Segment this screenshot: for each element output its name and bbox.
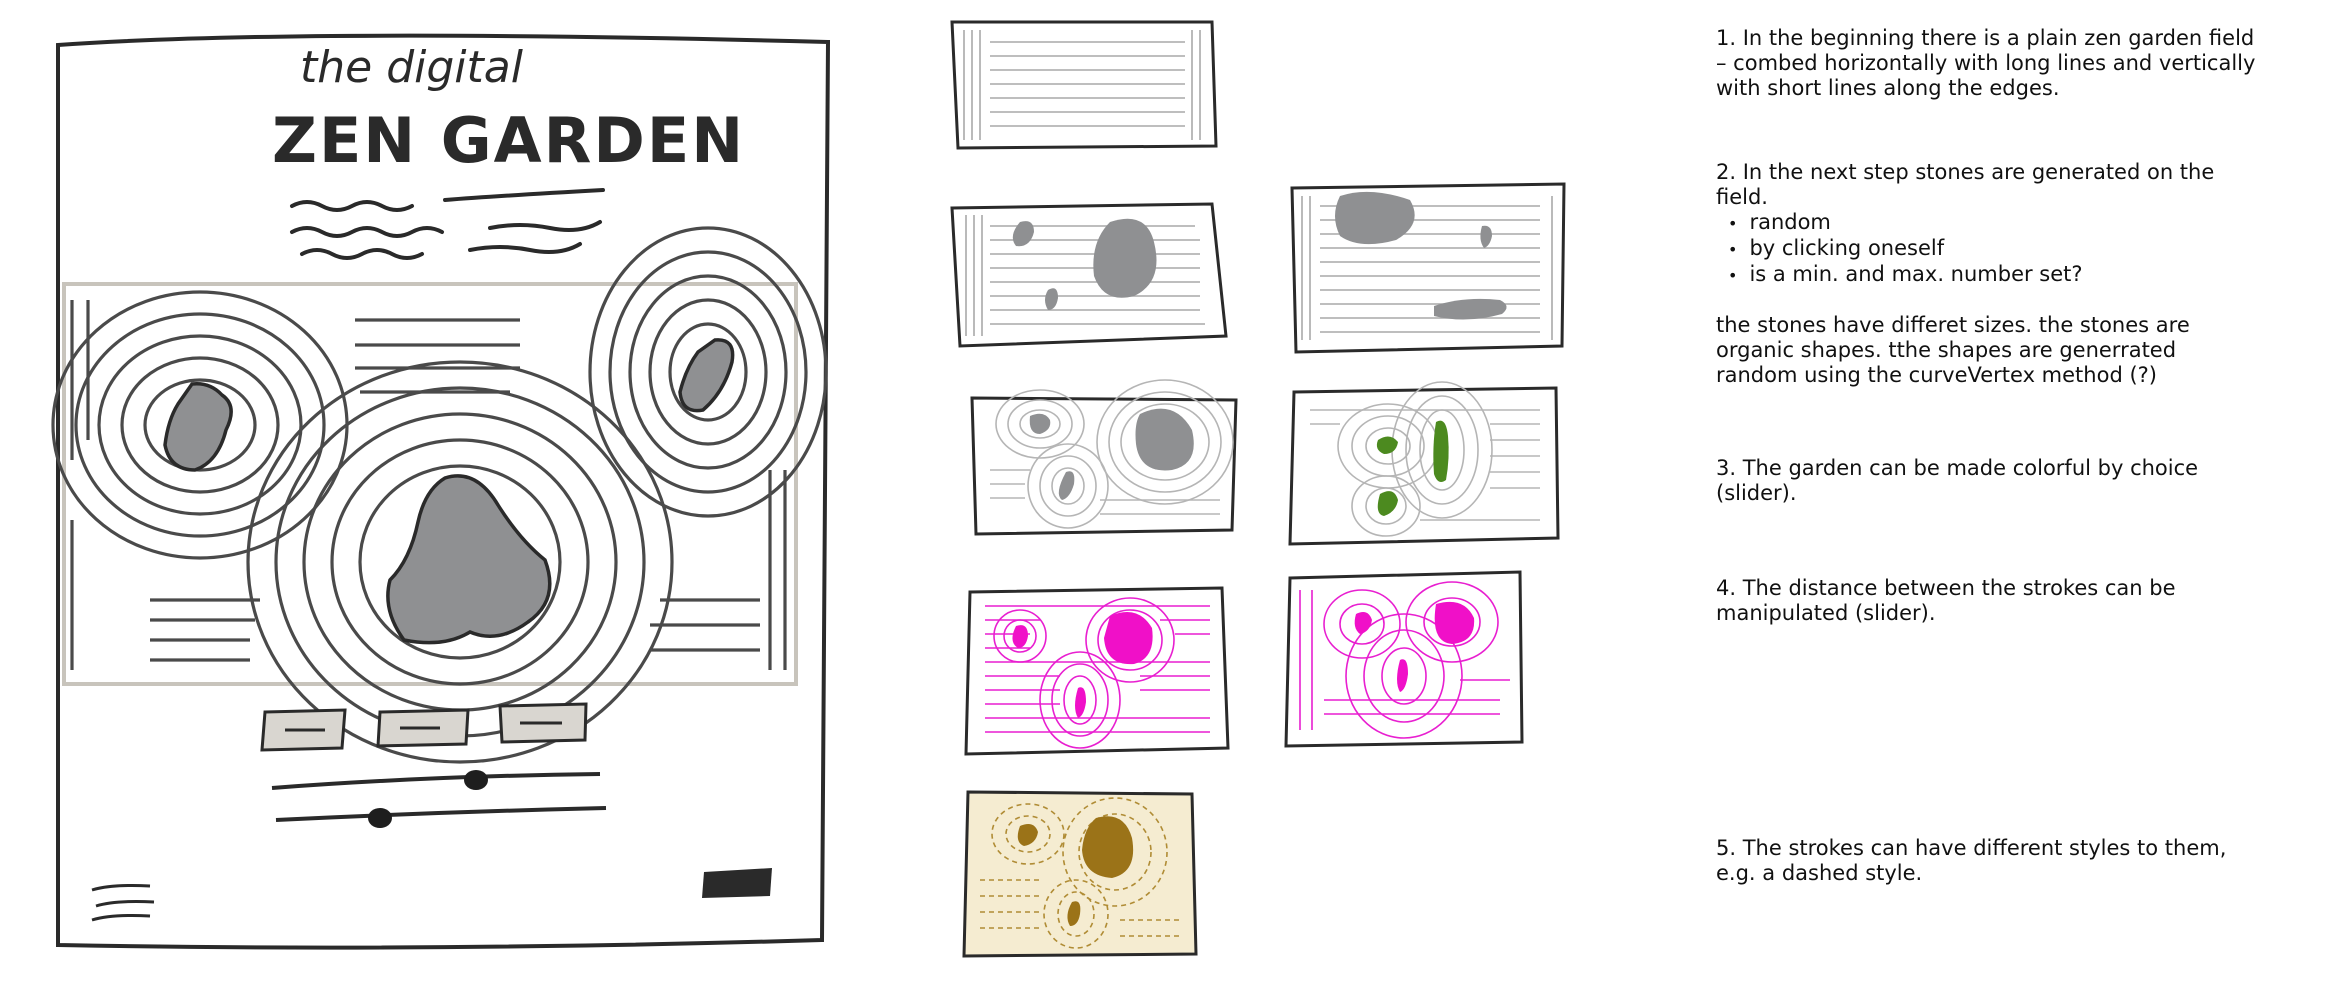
wireframe-slider-1 [271, 770, 601, 790]
note-step-2-item: random [1728, 210, 2256, 236]
note-step-3-text: 3. The garden can be made colorful by ch… [1716, 456, 2199, 505]
note-step-5-text: 5. The strokes can have different styles… [1716, 836, 2227, 885]
note-step-2-detail: the stones have differet sizes. the ston… [1716, 313, 2190, 387]
note-step-1: 1. In the beginning there is a plain zen… [1716, 26, 2256, 101]
thumb-gold-dashed [962, 790, 1198, 958]
wireframe-page: the digital ZEN GARDEN [51, 33, 831, 950]
note-step-2-intro: 2. In the next step stones are generated… [1716, 160, 2215, 209]
note-step-5: 5. The strokes can have different styles… [1716, 836, 2256, 886]
note-step-2: 2. In the next step stones are generated… [1716, 160, 2256, 388]
thumb-stones-a [950, 202, 1228, 348]
wireframe-footer-button [702, 868, 772, 898]
wireframe-button [260, 708, 347, 752]
wireframe-button [376, 708, 470, 748]
note-step-4-text: 4. The distance between the strokes can … [1716, 576, 2176, 625]
note-step-2-item: by clicking oneself [1728, 236, 2256, 262]
wireframe-button-row [260, 702, 588, 752]
sketch-title-large: ZEN GARDEN [272, 104, 745, 177]
wireframe-slider-2 [275, 806, 607, 828]
intro-scribble [290, 188, 605, 260]
wireframe-button [498, 702, 588, 744]
thumb-magenta-b [1284, 570, 1524, 748]
thumb-combed-gray [970, 379, 1238, 536]
sketch-title-small: the digital [300, 42, 524, 93]
thumb-combed-green [1288, 381, 1560, 546]
note-step-4: 4. The distance between the strokes can … [1716, 576, 2256, 626]
wireframe-garden-field [51, 226, 828, 764]
thumb-stones-b [1290, 182, 1566, 354]
note-step-1-text: 1. In the beginning there is a plain zen… [1716, 26, 2256, 100]
note-step-3: 3. The garden can be made colorful by ch… [1716, 456, 2256, 506]
note-step-2-item: is a min. and max. number set? [1728, 262, 2256, 288]
thumb-magenta-a [964, 586, 1230, 756]
thumb-plain-field [950, 20, 1218, 150]
wireframe-footer-menu [91, 884, 155, 922]
note-step-2-list: random by clicking oneself is a min. and… [1716, 210, 2256, 288]
